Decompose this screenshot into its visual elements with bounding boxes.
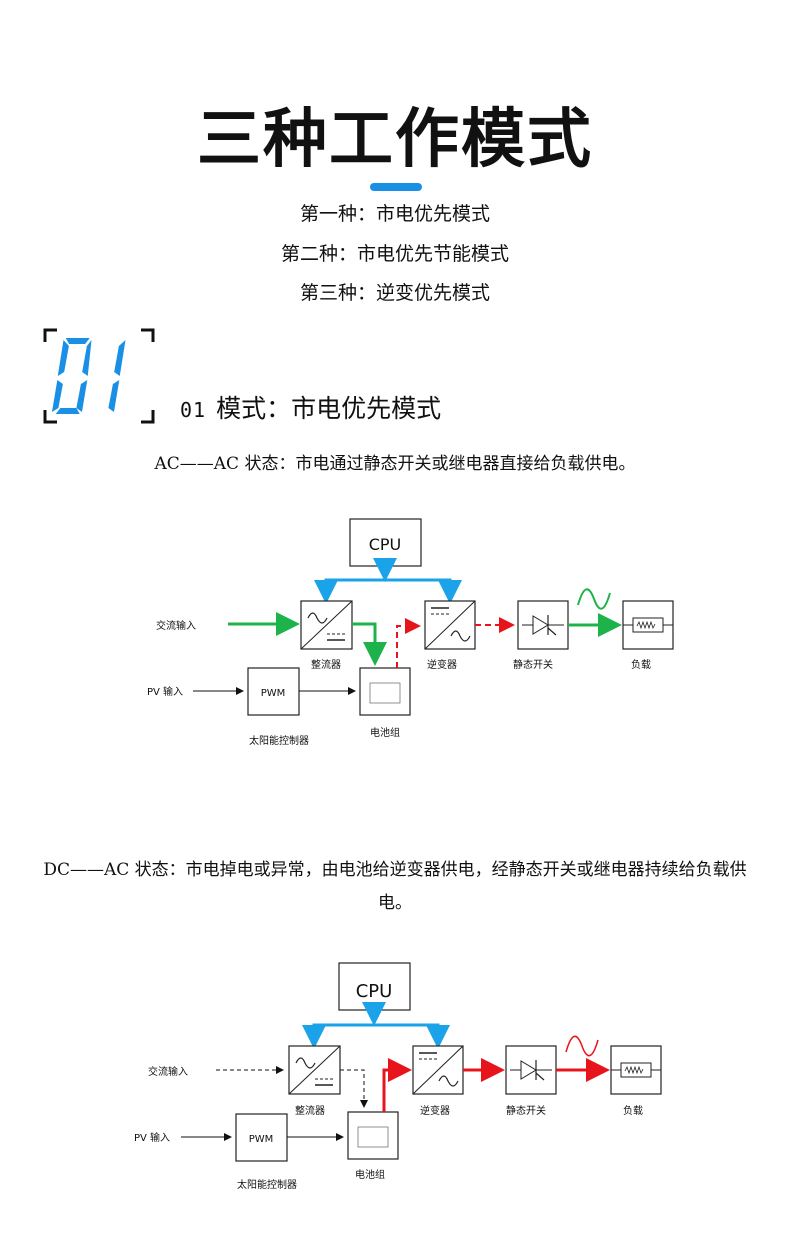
title-accent-bar bbox=[370, 183, 422, 191]
pv-input-label: PV 输入 bbox=[147, 685, 183, 698]
pwm-label: PWM bbox=[261, 688, 286, 699]
solar-controller-label: 太阳能控制器 bbox=[237, 1178, 297, 1191]
ac-ac-flow-diagram: CPU 整流器 逆变器 静态开关 负载 PWM bbox=[0, 500, 790, 770]
load-label: 负载 bbox=[631, 658, 651, 671]
rectifier-label: 整流器 bbox=[311, 658, 341, 671]
section-title-text: 模式：市电优先模式 bbox=[216, 394, 442, 423]
rectifier-label: 整流器 bbox=[295, 1104, 325, 1117]
mode-item-2: 第二种：市电优先节能模式 bbox=[280, 243, 509, 265]
ac-input-label: 交流输入 bbox=[148, 1065, 188, 1078]
cpu-label: CPU bbox=[369, 535, 402, 554]
static-switch-label: 静态开关 bbox=[513, 658, 553, 671]
inverter-label: 逆变器 bbox=[427, 658, 457, 671]
mode-item-1: 第一种：市电优先模式 bbox=[299, 203, 490, 225]
solar-controller-label: 太阳能控制器 bbox=[249, 734, 309, 747]
ac-input-label: 交流输入 bbox=[156, 619, 196, 632]
battery-label: 电池组 bbox=[370, 726, 400, 739]
pwm-box bbox=[247, 667, 300, 716]
section-title-number: 01 bbox=[180, 398, 207, 422]
dc-ac-flow-diagram: CPU 整流器 逆变器 静态开关 负载 PWM bbox=[0, 950, 790, 1200]
ac-mode-description: AC——AC 状态：市电通过静态开关或继电器直接给负载供电。 bbox=[154, 454, 636, 474]
mode-item-3: 第三种：逆变优先模式 bbox=[299, 282, 490, 304]
section-title: 01 模式：市电优先模式 bbox=[180, 392, 441, 427]
load-label: 负载 bbox=[623, 1104, 643, 1117]
pwm-label: PWM bbox=[249, 1134, 274, 1145]
inverter-label: 逆变器 bbox=[420, 1104, 450, 1117]
page-title: 三种工作模式 bbox=[197, 103, 593, 177]
static-switch-label: 静态开关 bbox=[506, 1104, 546, 1117]
section-number-badge: 01 bbox=[43, 326, 155, 426]
pv-input-label: PV 输入 bbox=[134, 1131, 170, 1144]
cpu-label: CPU bbox=[356, 981, 393, 1002]
dc-mode-description: DC——AC 状态：市电掉电或异常，由电池给逆变器供电，经静态开关或继电器持续给… bbox=[43, 860, 747, 913]
battery-label: 电池组 bbox=[355, 1168, 385, 1181]
